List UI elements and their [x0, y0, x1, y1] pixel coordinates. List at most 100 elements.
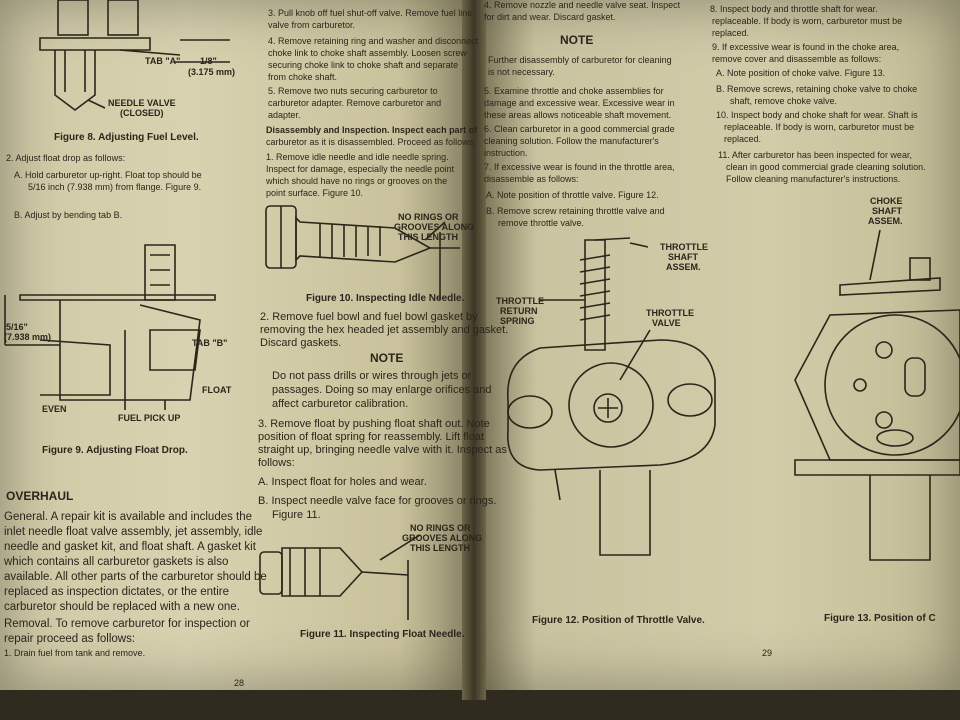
l-d1-line3: which should have no rings or grooves on…: [266, 176, 448, 186]
r-s10-line3: replaced.: [724, 134, 762, 144]
l-dis-line1: Disassembly and Inspection. Inspect each…: [266, 125, 478, 135]
fig11-callout-line1: NO RINGS OR: [410, 523, 471, 533]
l-s4-line1: 4. Remove retaining ring and washer and …: [268, 36, 479, 46]
r-s7-line1: 7. If excessive wear is found in the thr…: [484, 162, 675, 172]
l-d2-line2: removing the hex headed jet assembly and…: [260, 324, 509, 336]
l-d2-line3: Discard gaskets.: [260, 337, 342, 349]
l-d2-line1: 2. Remove fuel bowl and fuel bowl gasket…: [260, 311, 478, 323]
l-dis-line2: carburetor as it is disassembled. Procee…: [266, 137, 476, 147]
l-s4-line2: choke link to choke shaft assembly. Loos…: [268, 48, 467, 58]
r-s8-line1: 8. Inspect body and throttle shaft for w…: [710, 4, 878, 14]
figure13-caption: Figure 13. Position of C: [824, 613, 936, 624]
throttle-valve-line2: VALVE: [652, 318, 681, 328]
figure11-caption: Figure 11. Inspecting Float Needle.: [300, 629, 465, 640]
figure9-caption: Figure 9. Adjusting Float Drop.: [42, 445, 188, 456]
figure12-caption: Figure 12. Position of Throttle Valve.: [532, 615, 705, 626]
fig10-callout-line1: NO RINGS OR: [398, 212, 459, 222]
l-s5-line3: adapter.: [268, 110, 301, 120]
l-s5-line1: 5. Remove two nuts securing carburetor t…: [268, 86, 438, 96]
throttle-shaft-line2: SHAFT: [668, 252, 698, 262]
l-s3-line2: valve from carburetor.: [268, 20, 356, 30]
r-s11-line3: Follow cleaning manufacturer's instructi…: [726, 174, 901, 184]
fig11-callout-line2: GROOVES ALONG: [402, 533, 483, 543]
dim-a-label: 1/8": [200, 56, 217, 66]
figure10-drawing: [265, 205, 460, 300]
r-s7-line2: disassemble as follows:: [484, 174, 579, 184]
book-gutter: [462, 0, 486, 700]
r-s5-line3: these areas allows noticeable shaft move…: [484, 110, 672, 120]
l-note-line3: affect carburetor calibration.: [272, 398, 409, 410]
r-s4-line1: 4. Remove nozzle and needle valve seat. …: [484, 0, 681, 10]
l-s4-line3: securing choke link to choke shaft and s…: [268, 60, 459, 70]
needle-valve-state: (CLOSED): [120, 108, 164, 118]
r-s8-line2: replaceable. If body is worn, carburetor…: [712, 16, 903, 26]
general-line4: which contains all carburetor gaskets is…: [4, 556, 229, 568]
l-d3B-line1: B. Inspect needle valve face for grooves…: [258, 495, 497, 507]
figure8-caption: Figure 8. Adjusting Fuel Level.: [54, 132, 199, 143]
figure10-caption: Figure 10. Inspecting Idle Needle.: [306, 293, 465, 304]
l-d3A-text: A. Inspect float for holes and wear.: [258, 476, 427, 488]
r-note-heading: NOTE: [560, 33, 594, 47]
general-line6: replaced as inspection dictates, or the …: [4, 586, 230, 598]
l-d3-line1: 3. Remove float by pushing float shaft o…: [258, 418, 490, 430]
r-note-line2: is not necessary.: [488, 67, 555, 77]
stepA-line1: A. Hold carburetor up-right. Float top s…: [14, 170, 202, 180]
dim-b-label: 5/16": [6, 322, 28, 332]
r-s5-line1: 5. Examine throttle and choke assemblies…: [484, 86, 664, 96]
l-d1-line2: Inspect for damage, especially the needl…: [266, 164, 455, 174]
l-d3B-line2: Figure 11.: [272, 509, 321, 521]
removal-line3: 1. Drain fuel from tank and remove.: [4, 648, 146, 658]
l-s4-line4: from choke shaft.: [268, 72, 338, 82]
r-s11-line2: clean in good commercial grade cleaning …: [726, 162, 926, 172]
r-s7A-text: A. Note position of throttle valve. Figu…: [486, 190, 659, 200]
step2-text: 2. Adjust float drop as follows:: [6, 153, 126, 163]
r-s9A-text: A. Note position of choke valve. Figure …: [716, 68, 886, 78]
needle-valve-label: NEEDLE VALVE: [108, 98, 176, 108]
r-s6-line3: instruction.: [484, 148, 528, 158]
fuel-pickup-label: FUEL PICK UP: [118, 413, 181, 423]
r-s4-line2: for dirt and wear. Discard gasket.: [484, 12, 616, 22]
tab-a-label: TAB "A": [145, 56, 181, 66]
even-label: EVEN: [42, 404, 67, 414]
l-s5-line2: carburetor adapter. Remove carburetor an…: [268, 98, 442, 108]
left-page: [0, 0, 470, 690]
l-d3-line2: position of float spring for reassembly.…: [258, 431, 485, 443]
r-s9B-line1: B. Remove screws, retaining choke valve …: [716, 84, 918, 94]
overhaul-heading: OVERHAUL: [6, 489, 74, 503]
figure12-drawing: [507, 237, 716, 556]
r-s11-line1: 11. After carburetor has been inspected …: [718, 150, 912, 160]
right-page: [478, 0, 960, 690]
l-d3-line3: straight up, bringing needle valve with …: [258, 444, 507, 456]
general-line1: General. A repair kit is available and i…: [4, 511, 253, 523]
r-s9-line2: remove cover and disassemble as follows:: [712, 54, 882, 64]
throttle-shaft-line1: THROTTLE: [660, 242, 708, 252]
general-line7: carburetor should be replaced with a new…: [4, 601, 240, 613]
fig10-callout-line3: THIS LENGTH: [398, 232, 458, 242]
fig11-callout-line3: THIS LENGTH: [410, 543, 470, 553]
r-s6-line1: 6. Clean carburetor in a good commercial…: [484, 124, 675, 134]
r-s7B-line2: remove throttle valve.: [498, 218, 585, 228]
choke-shaft-line3: ASSEM.: [868, 216, 903, 226]
r-note-line1: Further disassembly of carburetor for cl…: [488, 55, 672, 65]
r-s10-line1: 10. Inspect body and choke shaft for wea…: [716, 110, 918, 120]
r-s6-line2: cleaning solution. Follow the manufactur…: [484, 136, 659, 146]
general-line3: needle and gasket kit, and float shaft. …: [4, 541, 256, 553]
figure13-drawing: [794, 229, 960, 561]
r-s9B-line2: shaft, remove choke valve.: [730, 96, 838, 106]
r-s7B-line1: B. Remove screw retaining throttle valve…: [486, 206, 665, 216]
left-page-number: 28: [234, 678, 245, 688]
return-spring-line3: SPRING: [500, 316, 535, 326]
stepB-text: B. Adjust by bending tab B.: [14, 210, 123, 220]
r-s9-line1: 9. If excessive wear is found in the cho…: [712, 42, 900, 52]
l-note-line2: passages. Doing so may enlarge orifices …: [272, 384, 492, 396]
throttle-shaft-line3: ASSEM.: [666, 262, 701, 272]
removal-line1: Removal. To remove carburetor for inspec…: [4, 618, 250, 630]
r-s10-line2: replaceable. If body is worn, carburetor…: [724, 122, 915, 132]
l-d1-line1: 1. Remove idle needle and idle needle sp…: [266, 152, 449, 162]
dim-a-mm: (3.175 mm): [188, 67, 236, 77]
l-d1-line4: point surface. Figure 10.: [266, 188, 364, 198]
r-s5-line2: damage and excessive wear. Excessive wea…: [484, 98, 675, 108]
dim-b-mm: (7.938 mm): [4, 332, 52, 342]
general-line5: available. All other parts of the carbur…: [4, 571, 267, 583]
